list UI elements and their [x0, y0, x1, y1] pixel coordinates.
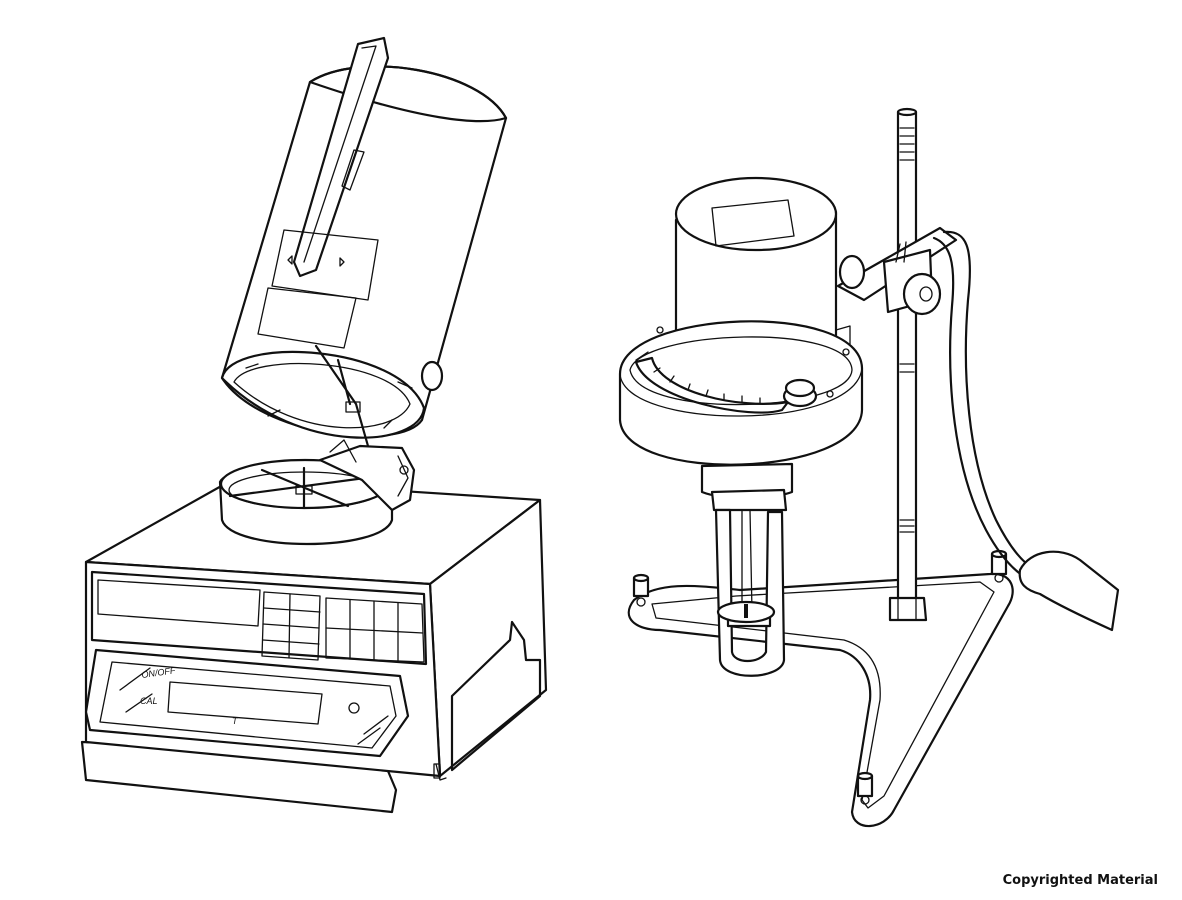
- cal-label: CAL: [140, 696, 158, 706]
- stand-rod: [888, 107, 928, 622]
- stand-clamp: [836, 226, 958, 316]
- copyright-notice: Copyrighted Material: [1002, 873, 1158, 888]
- weighing-pan: [218, 458, 394, 545]
- spindle-guard: [700, 462, 794, 677]
- draft-cover-cylinder: [220, 36, 508, 448]
- dial-ring: [618, 320, 864, 466]
- balance-control-panel: ON/OFF CAL T: [84, 648, 410, 758]
- tare-label: T: [232, 716, 239, 726]
- stand-base: [627, 549, 1014, 828]
- balance-with-cover: ON/OFF CAL T: [80, 36, 548, 814]
- on-off-label: ON/OFF: [141, 665, 177, 680]
- viscometer-on-stand: [618, 107, 1120, 828]
- power-cable: [932, 230, 1120, 632]
